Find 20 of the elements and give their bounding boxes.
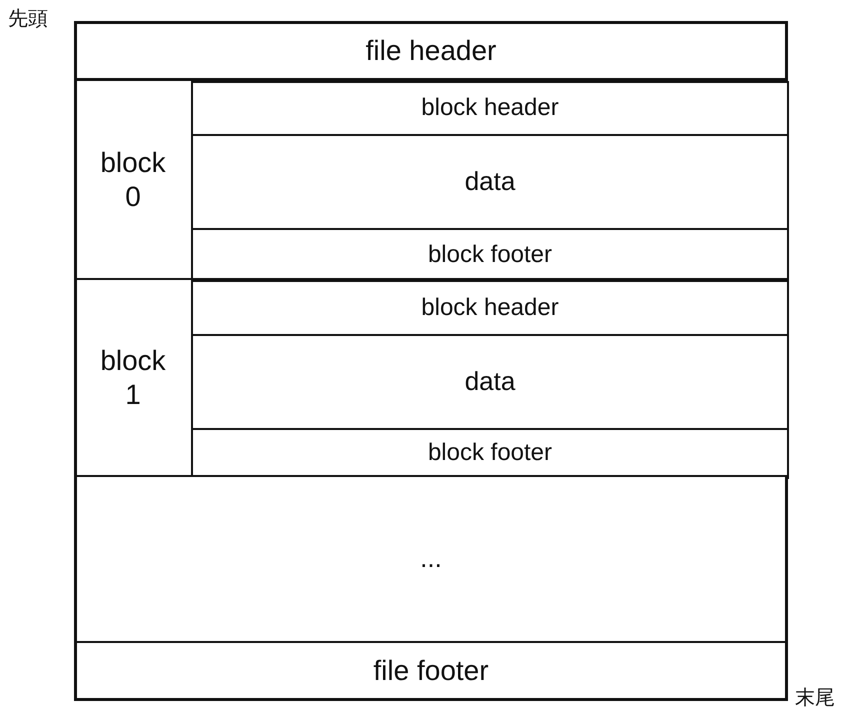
- section-label: block footer: [428, 240, 552, 270]
- section-label: data: [464, 166, 516, 198]
- section-row: [191, 134, 789, 230]
- position-label: 先頭: [8, 5, 48, 32]
- section-row: [191, 334, 789, 430]
- block-label: block 0: [99, 146, 167, 214]
- section-label: data: [464, 366, 516, 398]
- section-label: ...: [420, 543, 442, 575]
- section-label: block footer: [428, 439, 552, 468]
- section-row: [191, 228, 789, 282]
- section-label: file header: [366, 34, 496, 68]
- section-label: file footer: [373, 654, 489, 688]
- block-label: block 1: [99, 344, 167, 412]
- section-label: block header: [421, 294, 559, 322]
- section-row: [191, 428, 789, 479]
- section-label: block header: [421, 94, 559, 123]
- position-label: 末尾: [795, 684, 835, 711]
- section-row: [191, 81, 789, 136]
- section-row: [191, 280, 789, 336]
- block-band: [75, 79, 787, 280]
